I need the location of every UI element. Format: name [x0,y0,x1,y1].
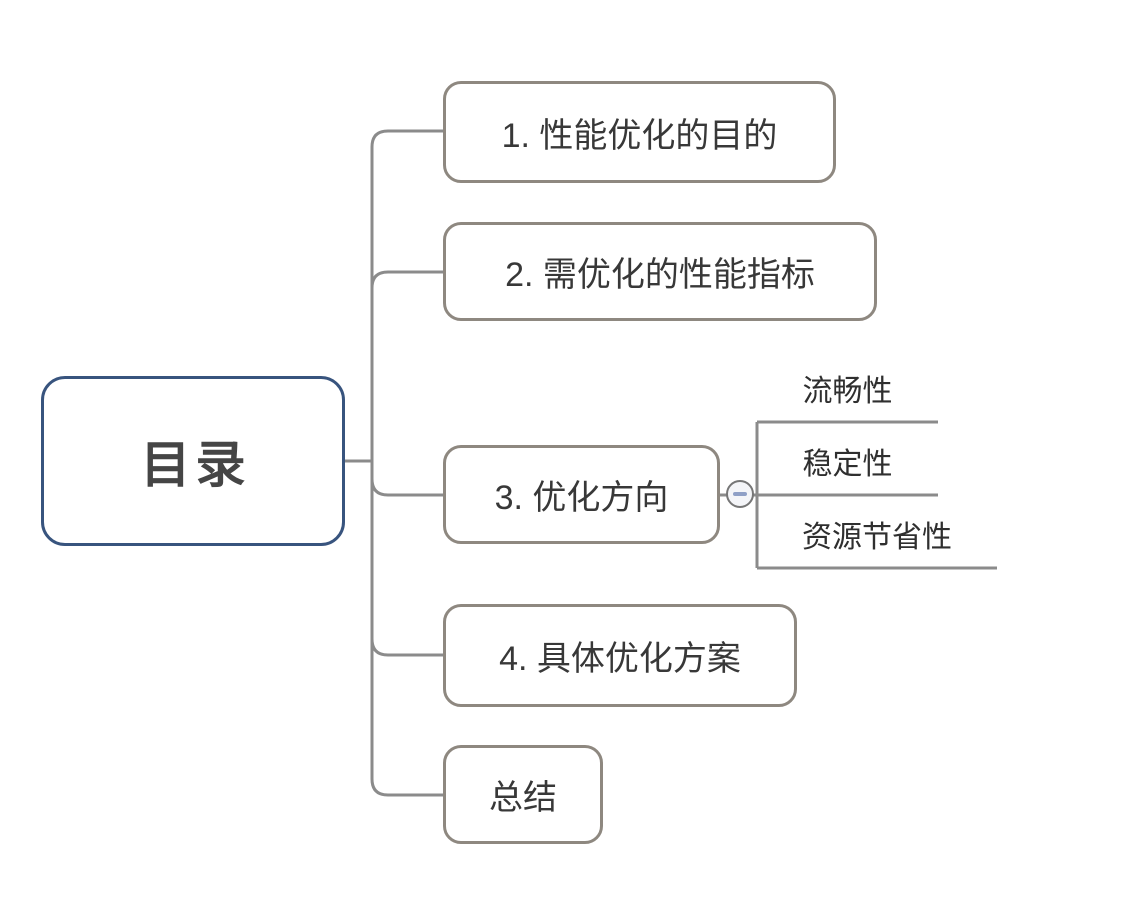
topic-label: 1. 性能优化的目的 [501,116,778,155]
subtopic-fluency[interactable]: 流畅性 [757,368,938,420]
connector-branch-1 [370,129,443,461]
minus-icon [733,492,747,496]
connector-branch-2 [370,270,443,461]
subtopic-label: 稳定性 [802,448,893,481]
connector-branch-5 [370,461,443,797]
connector-branch-3 [370,461,443,497]
subtopic-label: 流畅性 [802,375,893,408]
subtopic-label: 资源节省性 [802,521,952,554]
central-topic[interactable]: 目录 [41,376,345,546]
topic-performance-goal[interactable]: 1. 性能优化的目的 [443,81,836,183]
topic-metrics-to-optimize[interactable]: 2. 需优化的性能指标 [443,222,877,321]
connector-branch-4 [370,461,443,657]
topic-concrete-plan[interactable]: 4. 具体优化方案 [443,604,797,707]
topic-optimization-direction[interactable]: 3. 优化方向 [443,445,720,544]
central-topic-label: 目录 [140,437,251,493]
topic-label: 总结 [489,779,557,817]
collapse-toggle-button[interactable] [726,480,754,508]
subtopic-stability[interactable]: 稳定性 [757,441,938,493]
topic-summary[interactable]: 总结 [443,745,603,844]
topic-label: 2. 需优化的性能指标 [505,256,815,294]
topic-label: 3. 优化方向 [494,479,669,517]
subtopic-resource-saving[interactable]: 资源节省性 [757,514,997,566]
topic-label: 4. 具体优化方案 [499,640,741,678]
